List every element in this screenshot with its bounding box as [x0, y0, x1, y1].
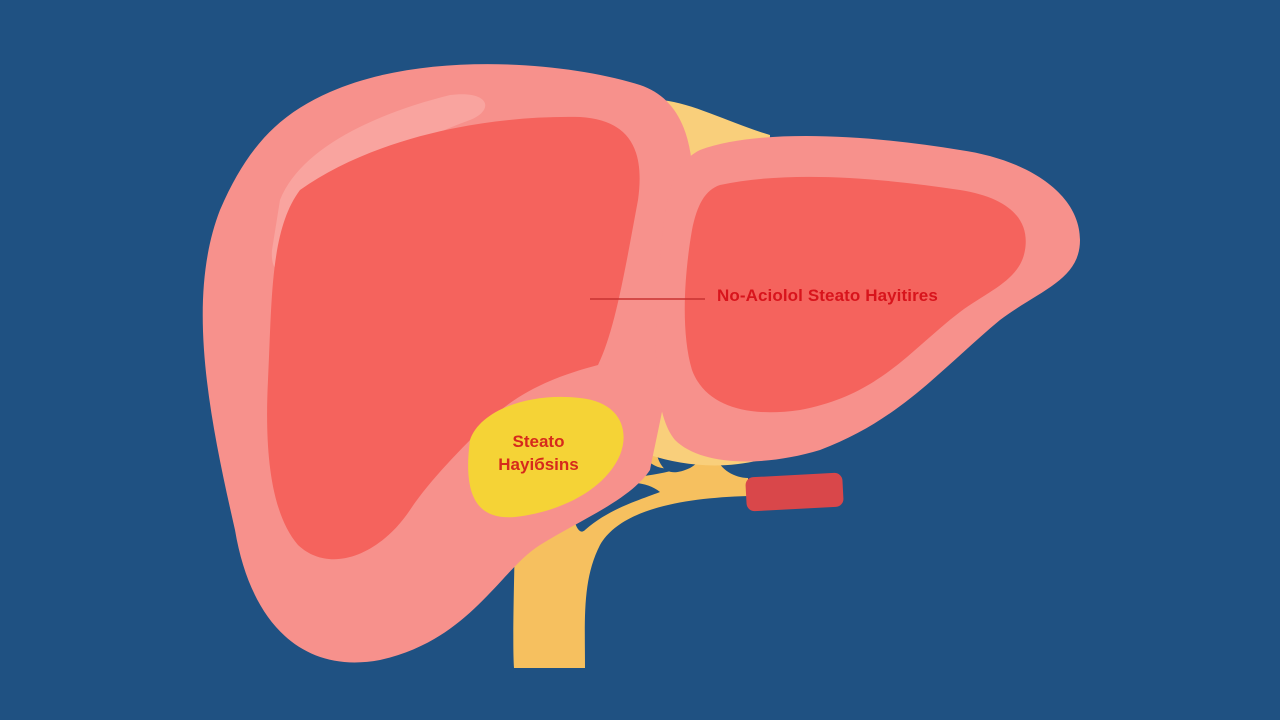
lobe-callout-label: No-Aciolol Steato Hayitires [717, 286, 938, 305]
gallbladder-label-line1: Steato [512, 432, 565, 451]
right-lobe-inner [267, 116, 640, 560]
gallbladder-label-line2: Hayiбsins [498, 455, 579, 474]
red-vessel [745, 472, 844, 512]
gallbladder [468, 396, 624, 518]
left-lobe-inner [684, 176, 1026, 413]
gallbladder-label: Steato Hayiбsins [476, 430, 601, 476]
